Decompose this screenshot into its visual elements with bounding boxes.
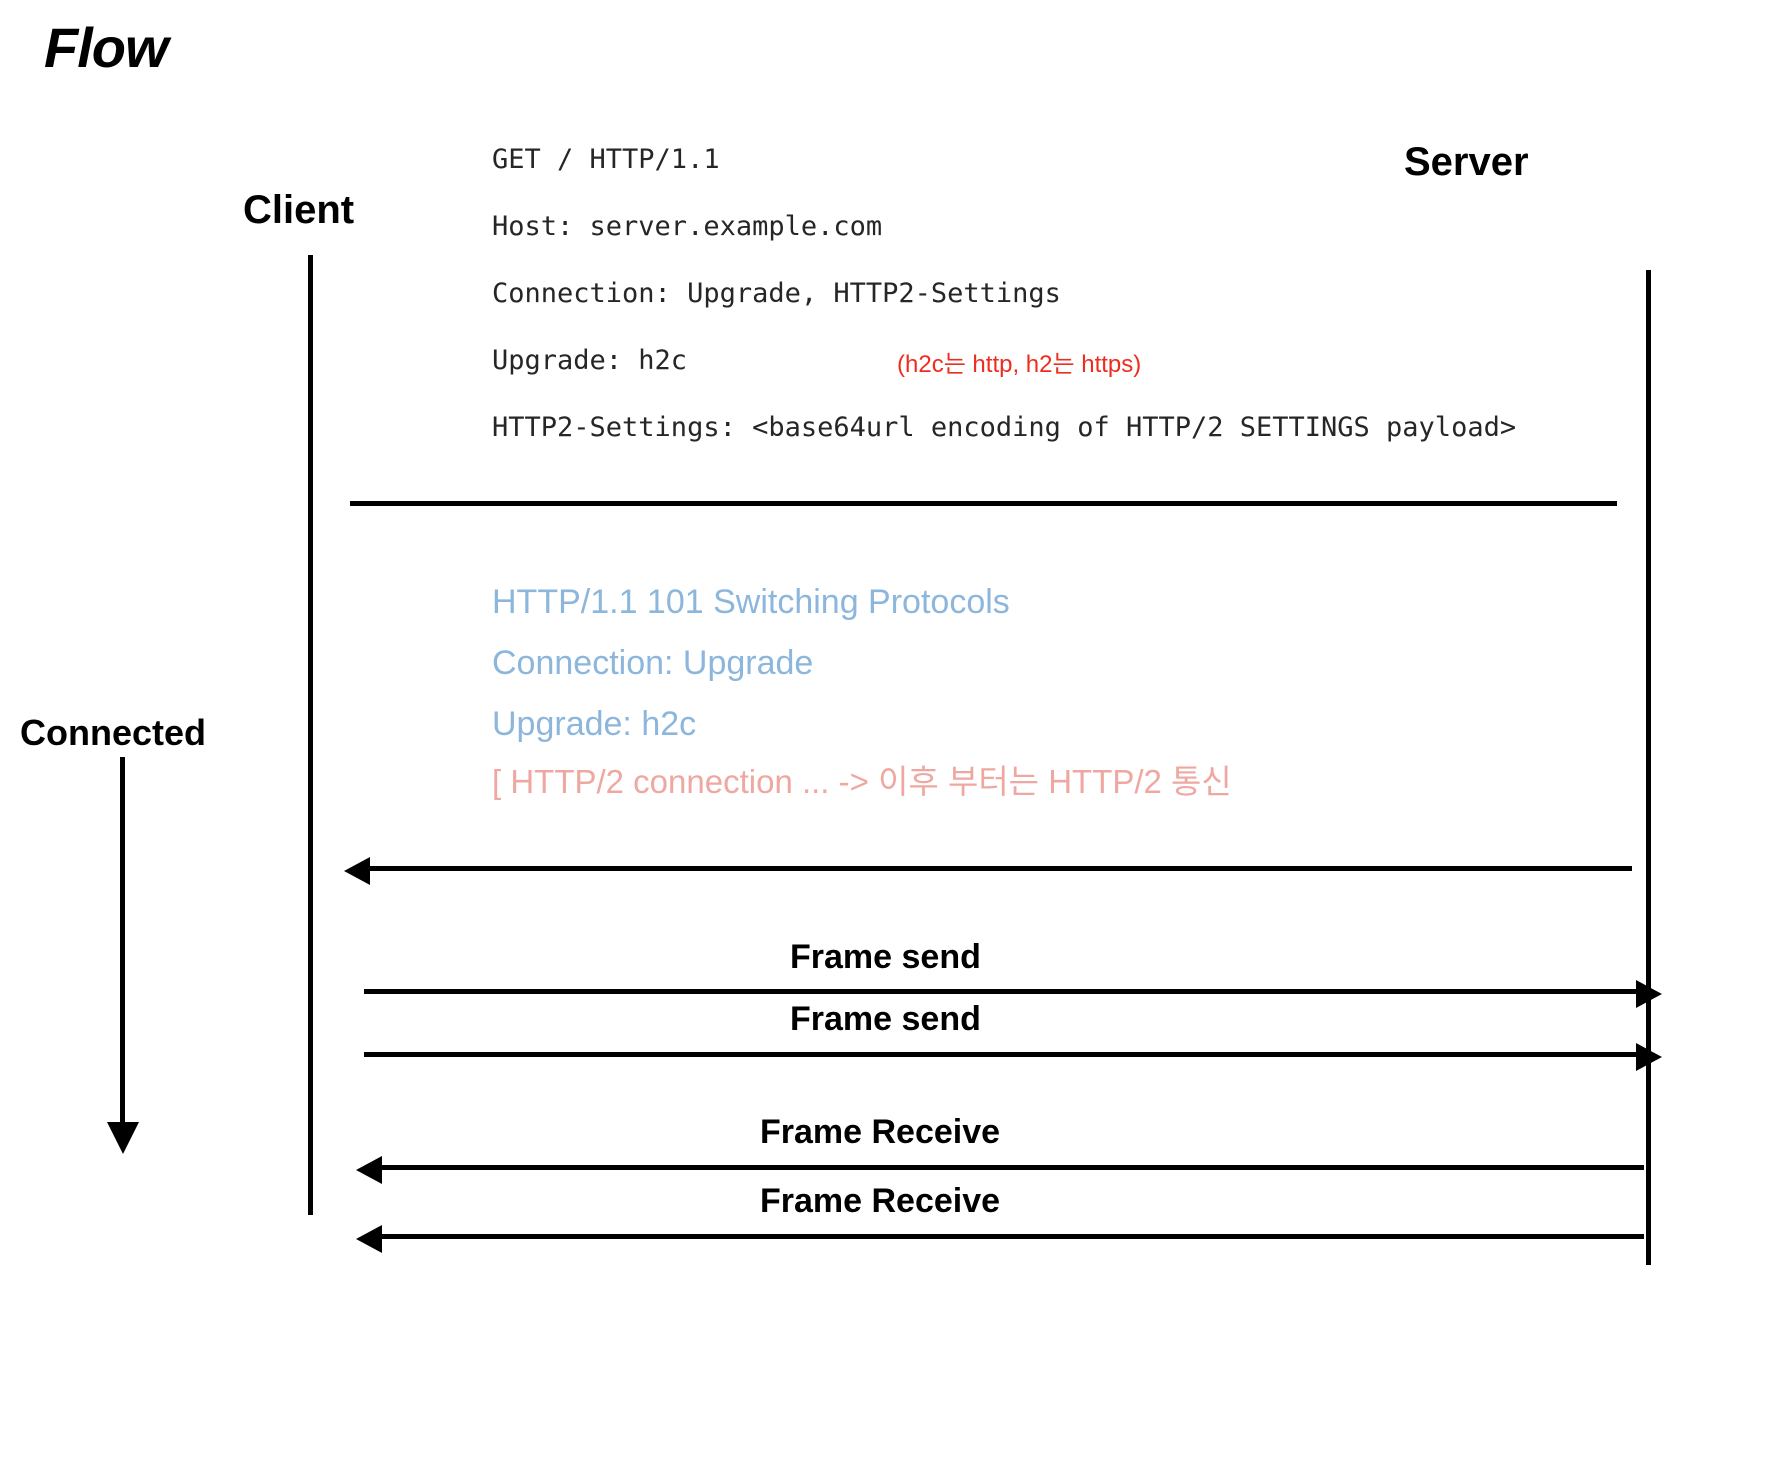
request-line-3: Upgrade: h2c: [492, 345, 688, 376]
arrow-head-left-icon: [356, 1225, 382, 1253]
request-line-1: Host: server.example.com: [492, 211, 883, 242]
connected-duration-arrow-shaft: [120, 757, 125, 1130]
request-line-0: GET / HTTP/1.1: [492, 144, 720, 175]
state-label-connected: Connected: [20, 712, 207, 753]
message-arrow-frame-receive-1: [356, 1156, 1644, 1184]
arrow-head-left-icon: [356, 1156, 382, 1184]
message-arrow-upgrade-request: [350, 501, 1617, 506]
arrow-head-right-icon: [1636, 980, 1662, 1008]
message-arrow-switching-protocols: [344, 857, 1632, 885]
message-label-frame-send-2: Frame send: [790, 1000, 981, 1038]
actor-label-client: Client: [243, 188, 355, 232]
annotation-h2c-vs-h2: (h2c는 http, h2는 https): [897, 351, 1142, 378]
connected-duration-arrow-head-icon: [107, 1122, 139, 1154]
request-header-block: GET / HTTP/1.1 Host: server.example.com …: [492, 126, 1516, 461]
request-line-2: Connection: Upgrade, HTTP2-Settings: [492, 278, 1061, 309]
lifeline-client: [308, 255, 313, 1215]
response-line-0: HTTP/1.1 101 Switching Protocols: [492, 583, 1010, 621]
message-arrow-frame-send-1: [364, 980, 1662, 1008]
arrow-head-left-icon: [344, 857, 370, 885]
annotation-http2-connection: [ HTTP/2 connection ... -> 이후 부터는 HTTP/2…: [492, 763, 1232, 800]
request-line-4: HTTP2-Settings: <base64url encoding of H…: [492, 412, 1517, 443]
actor-label-server: Server: [1404, 140, 1529, 184]
arrow-head-right-icon: [1636, 1043, 1662, 1071]
response-header-block: HTTP/1.1 101 Switching Protocols Connect…: [492, 572, 1010, 755]
page-title: Flow: [44, 16, 169, 79]
message-arrow-frame-send-2: [364, 1043, 1662, 1071]
response-line-2: Upgrade: h2c: [492, 705, 697, 743]
response-line-1: Connection: Upgrade: [492, 644, 814, 682]
message-label-frame-send-1: Frame send: [790, 938, 981, 976]
message-label-frame-receive-2: Frame Receive: [760, 1182, 1001, 1220]
message-label-frame-receive-1: Frame Receive: [760, 1113, 1001, 1151]
lifeline-server: [1646, 270, 1651, 1265]
message-arrow-frame-receive-2: [356, 1225, 1644, 1253]
